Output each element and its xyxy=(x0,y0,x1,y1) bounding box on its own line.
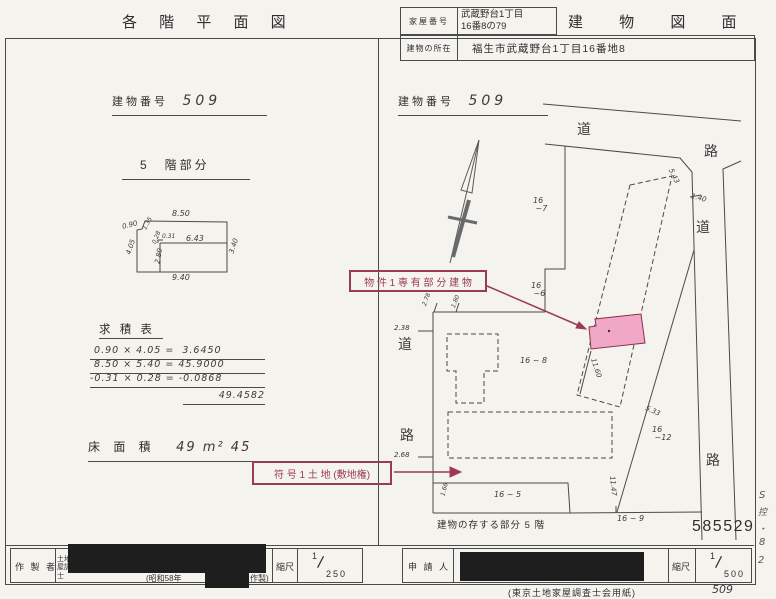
plan-dim-top: 8.50 xyxy=(172,209,190,218)
building-floor-note: 建物の存する部分 5 階 xyxy=(437,520,546,531)
footer-left-div2 xyxy=(272,548,273,583)
scale-2-numerator: 1 xyxy=(710,551,716,561)
house-number-label: 家屋番号 xyxy=(409,16,449,26)
north-arrow-icon xyxy=(447,139,480,264)
plan-dim-bottom: 9.40 xyxy=(172,273,190,282)
callout-unit-label: 物 件 1 専 有 部 分 建 物 xyxy=(364,277,472,289)
margin-note-3: ・ xyxy=(758,525,768,535)
scale-value-1: 1 / 250 xyxy=(300,549,360,582)
callout-arrow-land xyxy=(394,466,463,478)
left-panel-title: 各 階 平 面 図 xyxy=(122,14,295,31)
lot-16-5: 16 ~ 5 xyxy=(494,490,522,499)
floor-section-label: 5 階部分 xyxy=(140,158,210,172)
scale-1-numerator: 1 xyxy=(312,551,318,561)
location-value: 福生市武蔵野台1丁目16番地8 xyxy=(472,43,626,55)
scale-value-2: 1 / 500 xyxy=(698,549,752,582)
site-building-number-label: 建物番号 xyxy=(398,96,454,108)
scale-1-slash: / xyxy=(316,552,325,573)
site-plan-lines xyxy=(418,103,742,541)
road-label-left-lower: 路 xyxy=(400,427,414,443)
road-label-top-right: 路 xyxy=(704,143,718,159)
paper-source-note: (東京土地家屋調査士会用紙) xyxy=(508,588,636,598)
house-number-label-cell: 家屋番号 xyxy=(400,7,458,35)
calc-row-3: -0.31 × 0.28 = -0.0868 xyxy=(90,373,265,388)
callout-land-box: 符 号 1 土 地 (敷地権) xyxy=(252,461,392,485)
left-building-number-row: 建物番号 509 xyxy=(112,92,267,116)
road-label-right-upper: 道 xyxy=(696,219,710,235)
footer-left-div1 xyxy=(55,548,56,583)
callout-unit-box: 物 件 1 専 有 部 分 建 物 xyxy=(349,270,487,292)
lot-16-7: 16 ~7 xyxy=(533,196,548,214)
applicant-name-redaction xyxy=(460,552,644,581)
lot-16-12: 16 ~12 xyxy=(652,425,672,443)
house-number-value: 武蔵野台1丁目 16番8の79 xyxy=(461,9,524,32)
scale-1-denominator: 250 xyxy=(326,569,348,579)
area-table-title-row: 求 積 表 xyxy=(99,320,163,339)
footer-divider xyxy=(5,545,754,546)
location-label-cell: 建物の所在 xyxy=(400,35,458,61)
margin-note-2: 控 xyxy=(758,508,768,518)
creator-name-redaction xyxy=(68,544,266,573)
floor-section-row: 5 階部分 xyxy=(122,156,250,180)
site-building-number-row: 建物番号 509 xyxy=(398,92,548,116)
creator-name-redaction-tab xyxy=(205,571,249,588)
serial-number: 585529 xyxy=(692,518,755,535)
highlighted-unit-509 xyxy=(588,313,646,350)
site-plan-dashed-buildings xyxy=(446,175,673,459)
footer-right-div2 xyxy=(668,548,669,583)
applicant-label: 申 請 人 xyxy=(408,562,451,572)
plan-dim-inner-w: 6.43 xyxy=(186,234,204,243)
plan-dim-step-w: 0.31 xyxy=(162,233,176,240)
callout-land-label: 符 号 1 土 地 (敷地権) xyxy=(273,469,371,481)
site-dim-2-68: 2.68 xyxy=(394,451,410,459)
floor-area-value: 49 m² 45 xyxy=(176,440,252,455)
floorplan-outline xyxy=(136,220,228,273)
house-number-value-cell: 武蔵野台1丁目 16番8の79 xyxy=(457,7,557,35)
footer-left-div3 xyxy=(297,548,298,583)
scale-2-denominator: 500 xyxy=(724,569,746,579)
calc-total: 49.4582 xyxy=(183,390,265,405)
road-label-right-lower: 路 xyxy=(706,452,720,468)
road-label-left-upper: 道 xyxy=(398,336,412,352)
calc-row-2: 8.50 × 5.40 = 45.9000 xyxy=(90,359,265,374)
scale-2-slash: / xyxy=(714,552,723,573)
building-number-label: 建物番号 xyxy=(112,96,168,108)
footer-right-div1 xyxy=(453,548,454,583)
margin-note-4: 8 xyxy=(759,537,766,548)
road-label-top: 道 xyxy=(577,121,591,137)
creator-label: 作 製 者 xyxy=(15,562,58,572)
margin-note-1: S xyxy=(759,490,766,501)
site-dim-2-38: 2.38 xyxy=(394,324,410,332)
creator-note-right: 作製) xyxy=(250,574,269,583)
lot-16-8: 16 ~ 8 xyxy=(520,356,548,365)
calc-row-1: 0.90 × 4.05 = 3.6450 xyxy=(90,345,265,360)
creator-note-left: (昭和58年 xyxy=(146,574,182,583)
floor-area-label: 床 面 積 xyxy=(88,440,156,454)
site-building-number-value: 509 xyxy=(468,93,508,109)
scale-label-1: 縮尺 xyxy=(276,562,295,572)
footer-right-box xyxy=(402,548,752,583)
document-title: 建 物 図 面 xyxy=(568,14,753,31)
scale-label-2: 縮尺 xyxy=(672,562,691,572)
area-table-title: 求 積 表 xyxy=(99,324,155,336)
location-value-cell: 福生市武蔵野台1丁目16番地8 xyxy=(457,35,755,61)
location-label: 建物の所在 xyxy=(406,43,452,53)
creator-role: 土地家屋調査士 xyxy=(57,556,78,580)
outer-frame xyxy=(5,38,756,585)
footer-right-div3 xyxy=(695,548,696,583)
floor-area-row: 床 面 積 49 m² 45 xyxy=(88,438,296,462)
callout-arrow-unit xyxy=(486,285,588,330)
margin-note-5: 2 xyxy=(758,555,765,566)
lot-16-9: 16 ~ 9 xyxy=(617,514,645,523)
page-number-note: 509 xyxy=(712,583,733,596)
lot-16-6: 16 ~6 xyxy=(531,281,546,299)
building-number-value: 509 xyxy=(182,93,222,109)
